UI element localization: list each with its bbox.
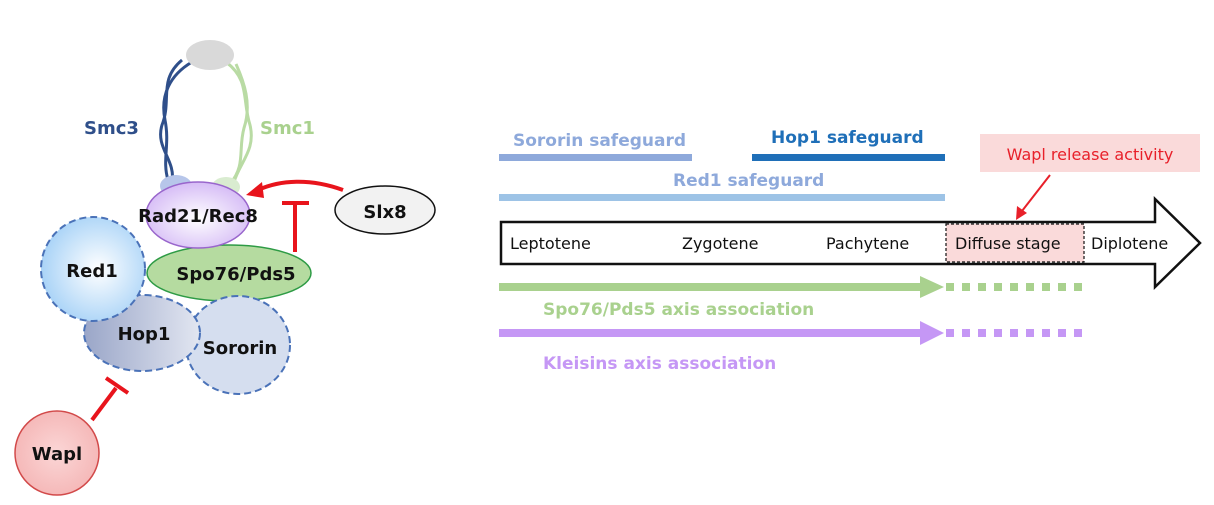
arrowhead-icon [246, 182, 264, 198]
sororin-safeguard-bar [499, 154, 692, 161]
smc1-label: Smc1 [260, 118, 315, 139]
hop1-safeguard-bar [752, 154, 945, 161]
smc3-coil [159, 58, 193, 183]
stage-zygotene: Zygotene [682, 234, 758, 253]
wapl-label: Wapl [32, 444, 82, 465]
stage-arrow [499, 196, 1202, 290]
red1-safeguard-label: Red1 safeguard [673, 171, 824, 191]
slx8-label: Slx8 [363, 202, 406, 223]
spo76-association-label: Spo76/Pds5 axis association [543, 300, 814, 320]
rad21-rec8-label: Rad21/Rec8 [138, 206, 258, 227]
meiosis-timeline: Sororin safeguard Hop1 safeguard Red1 sa… [499, 128, 1202, 374]
diffuse-stage-highlight [945, 223, 1085, 263]
wapl-release-box [980, 134, 1200, 172]
slx8-protein [334, 185, 436, 235]
red1-label: Red1 [66, 261, 117, 282]
hop1-label: Hop1 [118, 324, 171, 345]
hop1-safeguard-label: Hop1 safeguard [771, 128, 924, 148]
stage-diffuse: Diffuse stage [955, 234, 1061, 253]
spo76-pds5-label: Spo76/Pds5 [176, 264, 295, 285]
slx8-inhibition-bar [282, 201, 309, 252]
red1-safeguard-bar [499, 194, 945, 201]
kleisin-association-label: Kleisins axis association [543, 354, 776, 374]
slx8-to-rad21-arrow [257, 179, 344, 192]
sororin-label: Sororin [203, 338, 277, 359]
wapl-inhibition-bar [90, 376, 130, 422]
kleisin-association-arrowhead-icon [920, 321, 944, 345]
stage-leptotene: Leptotene [510, 234, 591, 253]
sororin-safeguard-label: Sororin safeguard [513, 131, 686, 151]
smc1-coil [225, 60, 253, 185]
wapl-release-pointer [1021, 174, 1051, 212]
wapl-release-label: Wapl release activity [1007, 145, 1174, 164]
spo76-association-bar [499, 283, 924, 291]
stage-diplotene: Diplotene [1091, 234, 1168, 253]
kleisin-association-bar [499, 329, 924, 337]
smc3-label: Smc3 [84, 118, 139, 139]
hinge-domain [186, 40, 234, 70]
rad21-rec8-protein [145, 181, 251, 249]
cohesin-model: Smc3 Smc1 Rad21/Rec8 Spo76/Pds5 Red1 Hop… [14, 40, 436, 496]
wapl-protein [14, 410, 100, 496]
spo76-association-arrowhead-icon [920, 276, 944, 298]
red1-protein [40, 216, 146, 322]
pointer-arrowhead-icon [1016, 206, 1027, 220]
stage-pachytene: Pachytene [826, 234, 909, 253]
